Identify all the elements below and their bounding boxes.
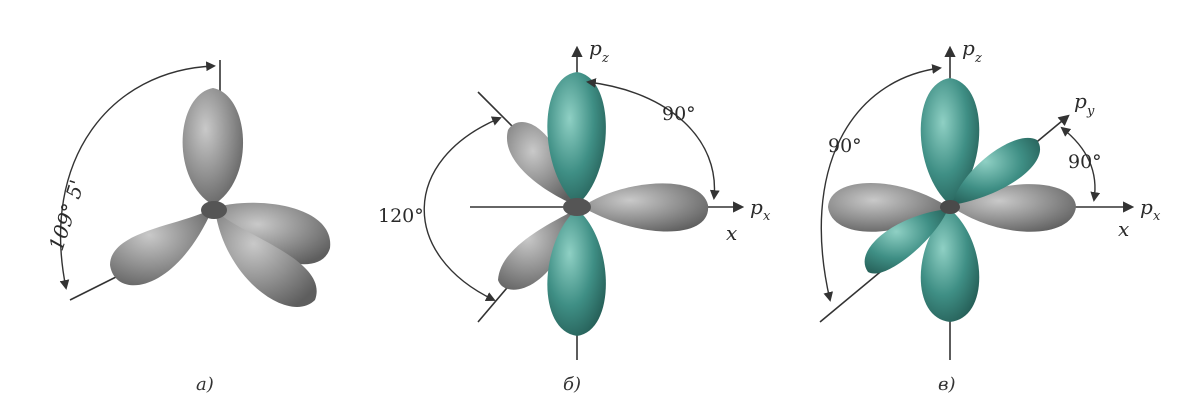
panel-b-caption: б) [563,374,581,395]
panel-b: 120° 90° p z p x x б) [378,36,771,395]
bottom-teal-lobe [547,209,606,336]
upper-diagonal-line [477,91,519,133]
upper-left-gray-lobe [506,122,575,205]
angle-arc-right-90 [1060,126,1101,202]
axis-label-pz: p [589,36,602,60]
axis-label-px-sub: x [763,209,771,224]
axis-label-x: x [726,221,737,245]
angle-label-left-90: 90° [828,135,862,157]
lower-left-axis-line [69,275,119,301]
axis-label-x: x [1118,217,1129,241]
angle-arc-120 [423,116,502,302]
nucleus-knot [563,198,591,216]
angle-arc [59,61,216,290]
angle-arc-90 [586,78,720,200]
right-front-lobe [215,210,317,307]
axis-label-px-sub: x [1153,209,1161,224]
nucleus-knot [201,201,227,219]
angle-label-90: 90° [662,103,696,125]
top-lobe [182,88,244,205]
panel-a-caption: а) [196,374,214,395]
angle-label-right-90: 90° [1068,151,1102,173]
axis-label-px: p [1140,195,1153,219]
angle-label-120: 120° [378,205,424,227]
axis-label-py: p [1074,89,1087,113]
lower-left-gray-lobe [498,210,575,290]
angle-label: 109° 5' [44,177,89,254]
right-gray-lobe [582,183,709,232]
axis-label-py-sub: y [1086,104,1095,119]
axis-label-px: p [750,195,763,219]
angle-arc-left-90 [820,64,942,302]
nucleus-knot [940,200,960,214]
back-teal-lobe [952,137,1041,205]
axis-label-pz-sub: z [974,51,982,66]
lower-diagonal-line [477,281,513,323]
panel-c: 90° 90° p z p y p x x в) [819,36,1161,395]
panel-c-caption: в) [938,374,956,395]
axis-label-pz: p [962,36,975,60]
left-lobe [110,208,213,286]
right-back-lobe [213,202,331,265]
axis-label-pz-sub: z [601,51,609,66]
panel-a: 109° 5' а) [44,60,331,395]
